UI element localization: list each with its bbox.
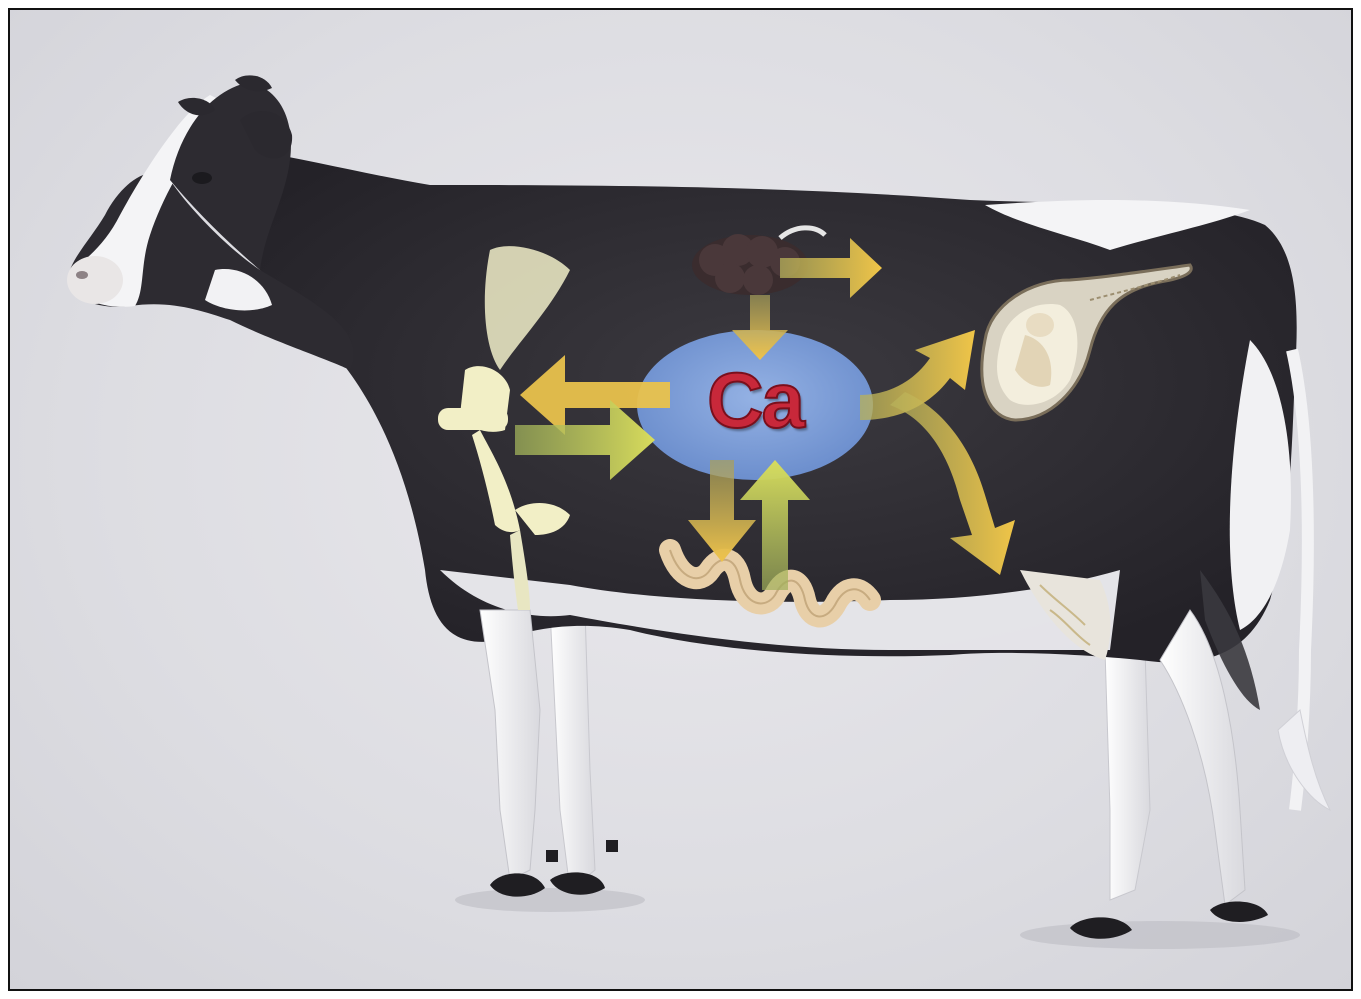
- diagram-frame: Ca: [8, 8, 1353, 991]
- calcium-label: Ca: [650, 355, 860, 446]
- cow-illustration: [10, 10, 1353, 991]
